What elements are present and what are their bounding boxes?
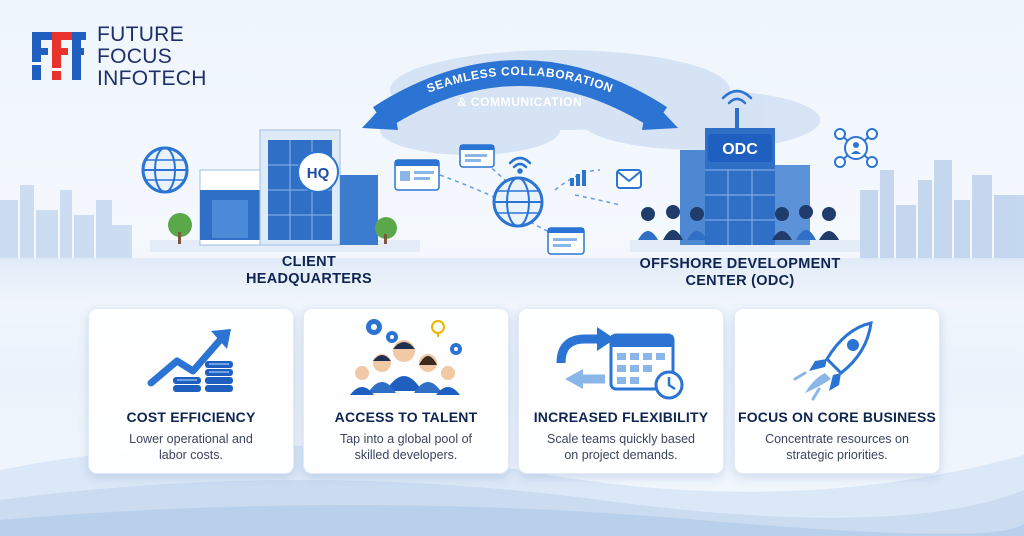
card-description: Scale teams quickly based on project dem… <box>533 431 709 463</box>
odc-label-line2: CENTER (ODC) <box>685 273 795 289</box>
card-increased-flexibility: INCREASED FLEXIBILITY Scale teams quickl… <box>518 308 724 474</box>
odc-sign-text: ODC <box>722 141 758 158</box>
card-desc-line1: Tap into a global pool of <box>339 432 473 446</box>
hq-label-line2: HEADQUARTERS <box>245 271 373 287</box>
bar-chart-icon <box>570 170 586 186</box>
arc-text-line2: & COMMUNICATION <box>458 95 583 109</box>
card-description: Tap into a global pool of skilled develo… <box>318 431 494 463</box>
wifi-icon <box>508 156 532 174</box>
card-description: Lower operational and labor costs. <box>103 431 279 463</box>
team-people <box>638 205 839 240</box>
calendar-arrows-icon <box>556 327 684 400</box>
logo-mark-icon <box>32 32 86 80</box>
card-access-to-talent: ACCESS TO TALENT Tap into a global pool … <box>303 308 509 474</box>
odc-label-line1: OFFSHORE DEVELOPMENT <box>639 256 841 272</box>
hq-sign <box>297 151 339 193</box>
browser-window-icon <box>459 144 495 168</box>
odc-sign <box>708 134 772 162</box>
brand-line-3: INFOTECH <box>97 67 207 90</box>
brand-line-2: FOCUS <box>97 45 172 68</box>
card-description: Concentrate resources on strategic prior… <box>749 431 925 463</box>
card-desc-line1: Concentrate resources on <box>765 432 909 446</box>
hq-label: CLIENT HEADQUARTERS <box>224 254 394 288</box>
card-desc-line2: on project demands. <box>564 448 678 462</box>
hq-sign-text: HQ <box>307 165 330 182</box>
code-window-icon <box>547 227 585 255</box>
card-focus-on-core-business: FOCUS ON CORE BUSINESS Concentrate resou… <box>734 308 940 474</box>
team-talent-icon <box>350 319 462 395</box>
card-title: FOCUS ON CORE BUSINESS <box>737 409 937 425</box>
brand-line-1: FUTURE <box>97 23 184 46</box>
rocket-icon <box>793 321 873 401</box>
card-desc-line1: Lower operational and <box>129 432 253 446</box>
odc-building: ODC <box>630 89 860 252</box>
browser-window-icon <box>394 159 440 191</box>
brand-name: FUTURE FOCUS INFOTECH <box>97 24 207 90</box>
card-desc-line2: labor costs. <box>159 448 223 462</box>
card-desc-line1: Scale teams quickly based <box>547 432 695 446</box>
arrow-left-icon <box>362 96 398 130</box>
odc-label: OFFSHORE DEVELOPMENT CENTER (ODC) <box>620 256 860 290</box>
card-desc-line2: strategic priorities. <box>786 448 888 462</box>
globe-icon <box>492 176 544 228</box>
card-title: COST EFFICIENCY <box>126 409 256 425</box>
wifi-icon <box>721 89 753 105</box>
network-people-icon <box>834 128 878 168</box>
card-title: ACCESS TO TALENT <box>334 409 478 425</box>
hq-label-line1: CLIENT <box>281 254 337 270</box>
card-desc-line2: skilled developers. <box>354 448 458 462</box>
collaboration-scene: SEAMLESS COLLABORATION & COMMUNICATION H… <box>141 60 878 255</box>
globe-icon <box>141 146 189 194</box>
arrow-right-icon <box>642 96 678 130</box>
hq-building: HQ <box>150 129 420 252</box>
growth-chart-coins-icon <box>147 329 233 392</box>
mail-icon <box>616 169 642 189</box>
card-cost-efficiency: COST EFFICIENCY Lower operational and la… <box>88 308 294 474</box>
card-title: INCREASED FLEXIBILITY <box>533 409 709 425</box>
